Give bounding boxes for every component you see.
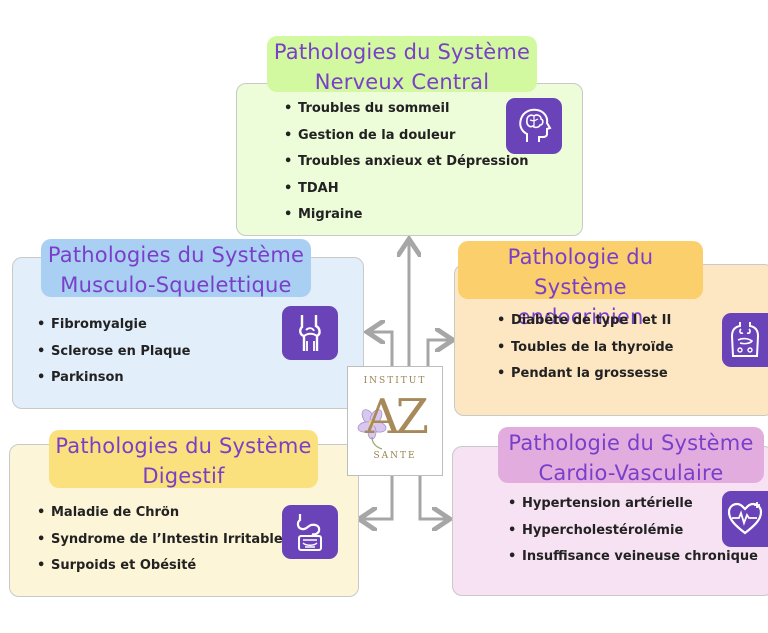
list-item: Hypercholestérolémie <box>508 518 758 545</box>
arrow-to-musculo <box>370 332 394 366</box>
list-item: Parkinson <box>37 365 191 392</box>
musculo-title: Pathologies du Système Musculo-Squeletti… <box>41 239 311 297</box>
list-item: Maladie de Chrön <box>37 500 283 527</box>
list-item: Migraine <box>284 202 529 229</box>
arrow-to-endocrinien <box>426 340 450 366</box>
digestif-title-line2: Digestif <box>142 464 225 488</box>
list-item: Diabète de type I et II <box>497 308 673 335</box>
cardio-list: Hypertension artérielle Hypercholestérol… <box>508 491 758 571</box>
list-item: Pendant la grossesse <box>497 361 673 388</box>
list-item: Troubles du sommeil <box>284 96 529 123</box>
musculo-title-line1: Pathologies du Système <box>47 243 305 267</box>
digestif-list: Maladie de Chrön Syndrome de l’Intestin … <box>37 500 283 580</box>
musculo-list: Fibromyalgie Sclerose en Plaque Parkinso… <box>37 312 191 392</box>
musculo-title-line2: Musculo-Squelettique <box>60 273 292 297</box>
cardio-title: Pathologie du Système Cardio-Vasculaire <box>498 427 764 485</box>
list-item: Toubles de la thyroïde <box>497 335 673 362</box>
endocrinien-title-line1: Pathologie du Système <box>507 245 654 299</box>
snc-title: Pathologies du Système Nerveux Central <box>267 36 537 94</box>
list-item: Hypertension artérielle <box>508 491 758 518</box>
endocrinien-title: Pathologie du Système endocrinien <box>458 241 703 329</box>
endocrinien-list: Diabète de type I et II Toubles de la th… <box>497 308 673 388</box>
list-item: TDAH <box>284 176 529 203</box>
brain-head-icon <box>506 98 562 154</box>
cardio-title-line2: Cardio-Vasculaire <box>538 461 724 485</box>
stomach-intestine-icon <box>282 505 338 559</box>
list-item: Sclerose en Plaque <box>37 339 191 366</box>
list-item: Syndrome de l’Intestin Irritable <box>37 527 283 554</box>
list-item: Fibromyalgie <box>37 312 191 339</box>
knee-joint-icon <box>282 306 338 360</box>
snc-list: Troubles du sommeil Gestion de la douleu… <box>284 96 529 229</box>
flower-icon <box>357 409 387 450</box>
heart-pulse-icon <box>722 491 768 547</box>
snc-title-line1: Pathologies du Système <box>273 40 531 64</box>
arrow-to-cardio <box>418 476 447 519</box>
cardio-title-line1: Pathologie du Système <box>508 431 754 455</box>
list-item: Troubles anxieux et Dépression <box>284 149 529 176</box>
torso-organs-icon <box>722 313 768 367</box>
logo-bottom-text: SANTE <box>373 451 417 461</box>
institut-az-sante-logo: INSTITUT AZ SANTE <box>347 366 443 476</box>
list-item: Insuffisance veineuse chronique <box>508 544 758 571</box>
list-item: Surpoids et Obésité <box>37 553 283 580</box>
digestif-title-line1: Pathologies du Système <box>55 434 312 458</box>
digestif-title: Pathologies du Système Digestif <box>49 430 318 488</box>
logo-letters: AZ <box>364 389 429 445</box>
logo-top-text: INSTITUT <box>363 376 427 386</box>
snc-title-line2: Nerveux Central <box>314 70 490 94</box>
arrow-to-digestif <box>362 476 394 519</box>
list-item: Gestion de la douleur <box>284 123 529 150</box>
